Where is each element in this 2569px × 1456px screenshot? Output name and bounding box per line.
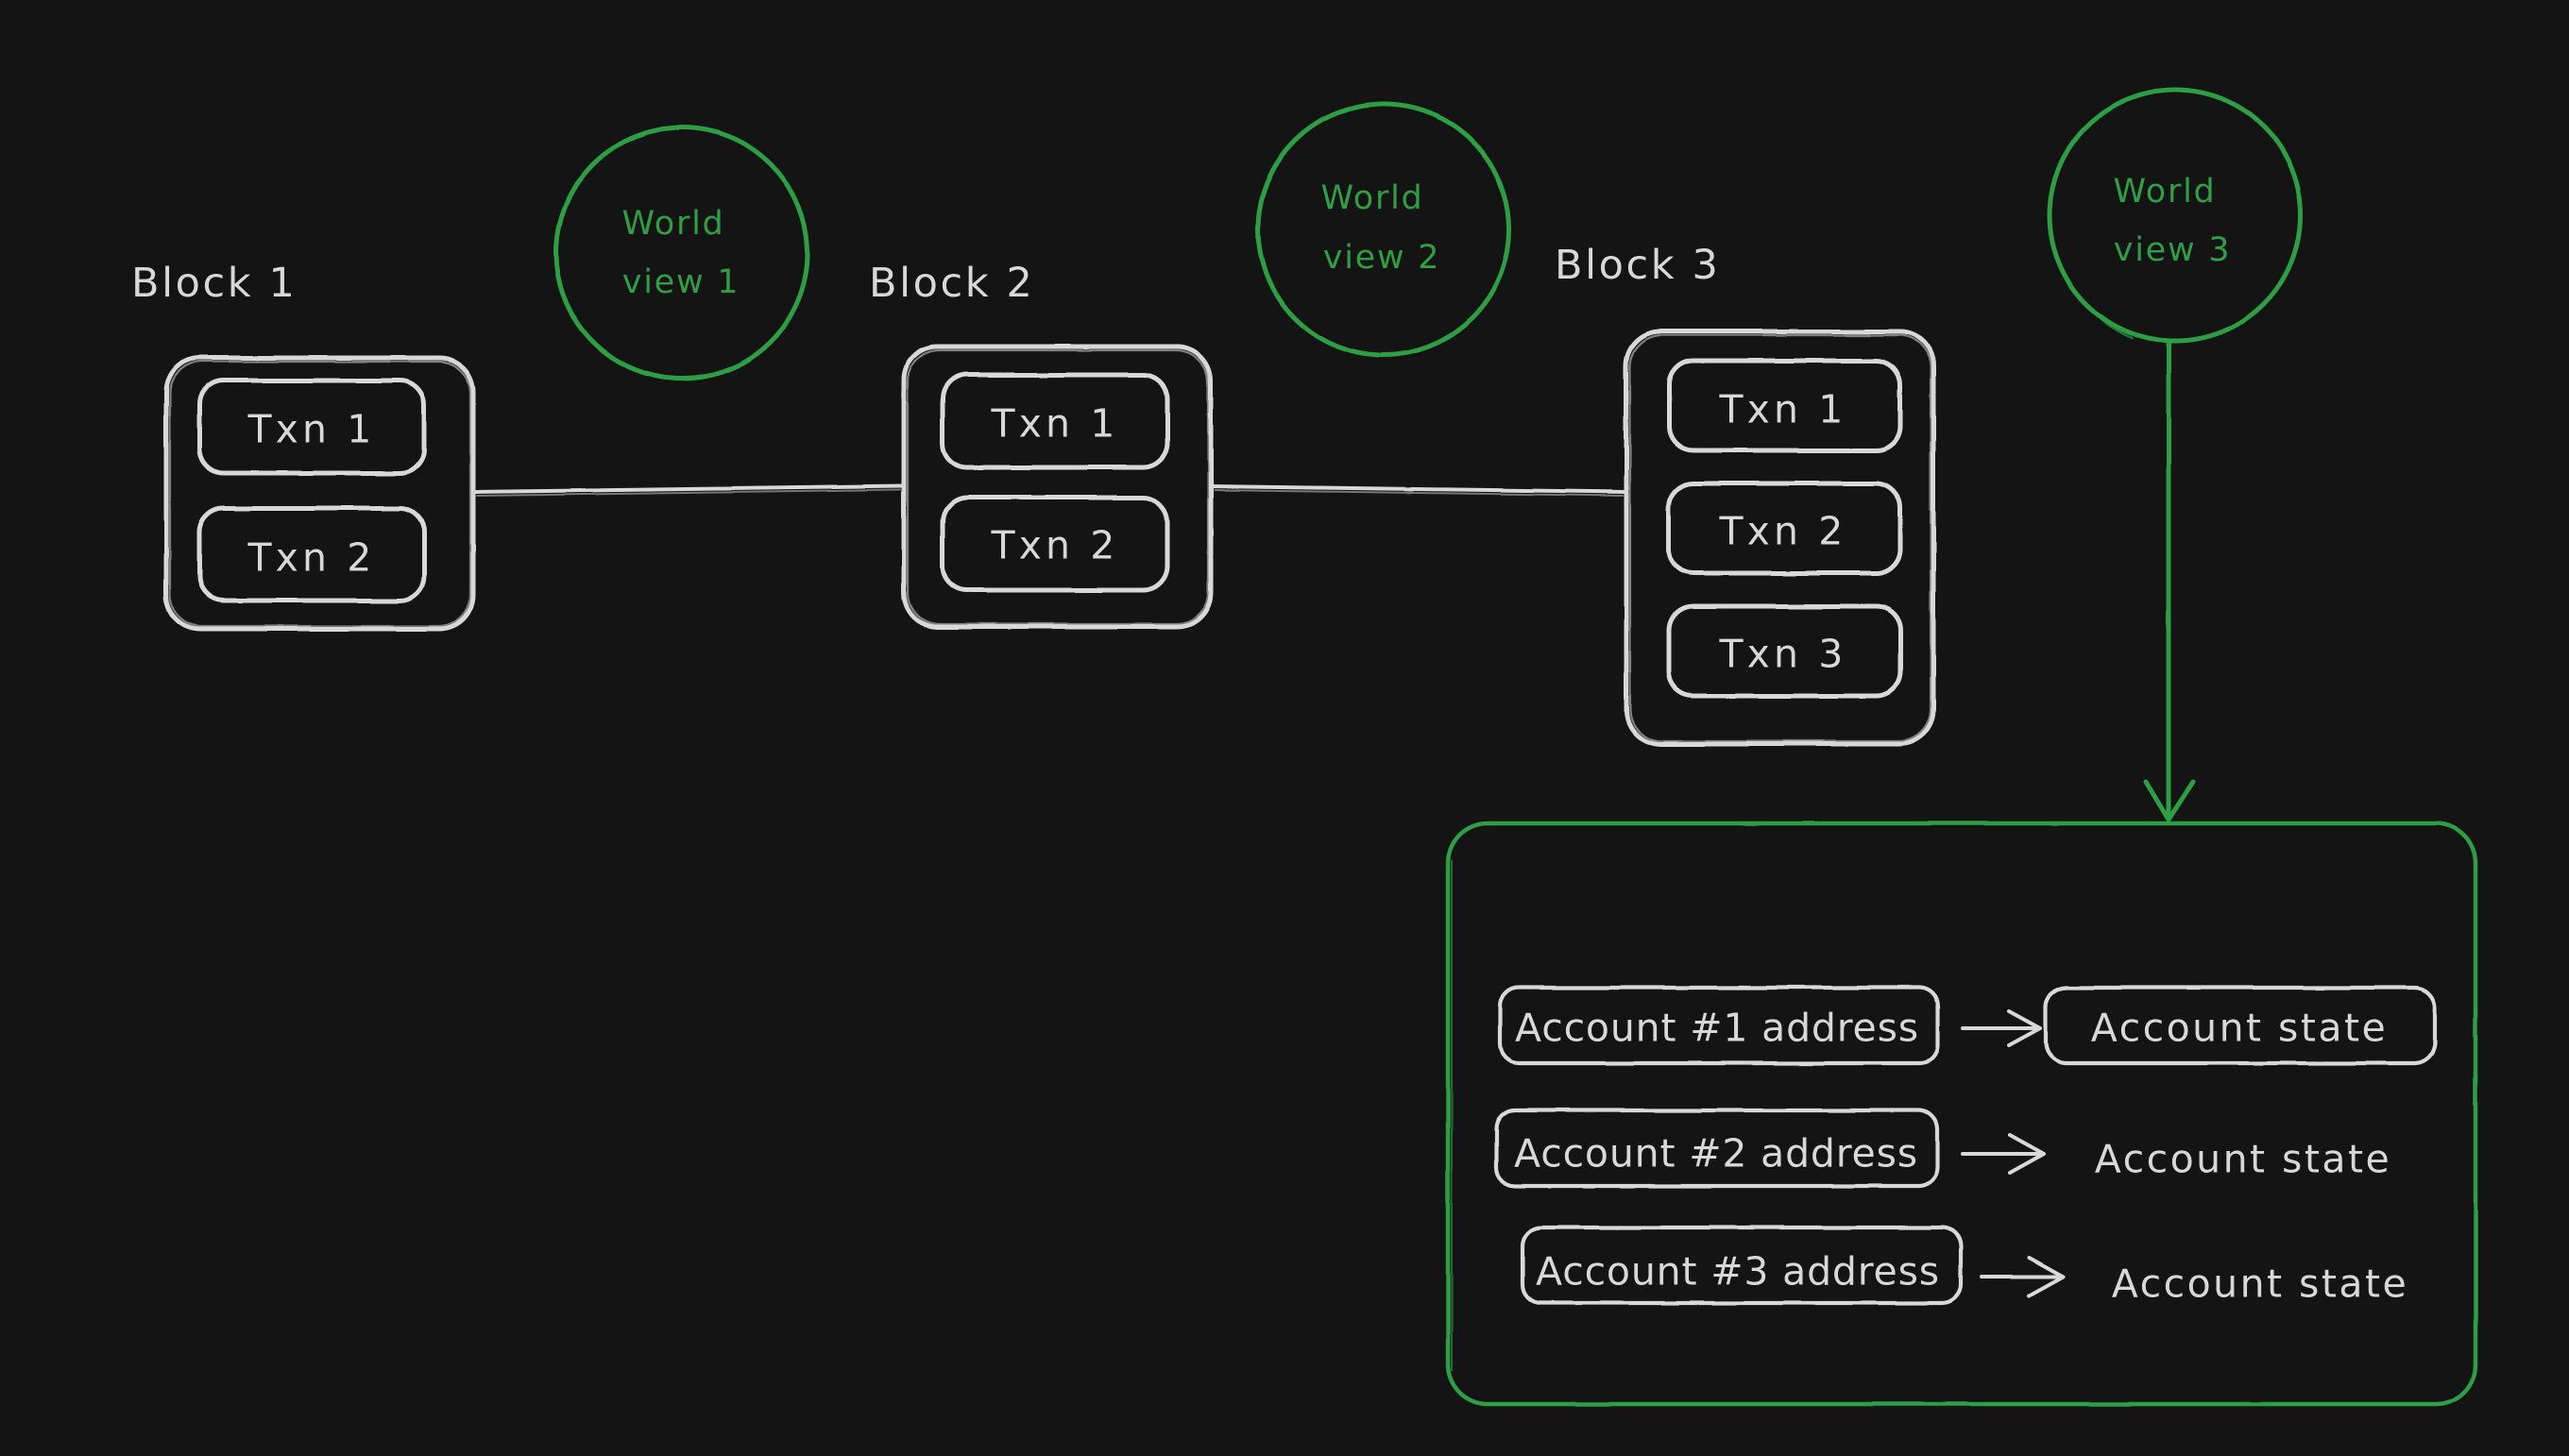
state-panel-container-shape — [1445, 821, 2478, 1407]
world-view-3-circle — [2047, 87, 2304, 344]
block-3-txn-1-label: Txn 1 — [1719, 386, 1847, 432]
block-1-txn-2-label: Txn 2 — [247, 534, 376, 581]
block-2-outer-shape — [901, 344, 1214, 630]
account-2-arrow-icon — [1961, 1133, 2046, 1175]
account-1-arrow-icon — [1961, 1009, 2042, 1047]
account-1-address-label: Account #1 address — [1515, 1005, 1919, 1051]
block-3-txn-2-label: Txn 2 — [1719, 508, 1847, 554]
account-3-address-label: Account #3 address — [1536, 1248, 1940, 1295]
link-block2-block3 — [1209, 484, 1628, 497]
account-3-state-label: Account state — [2111, 1261, 2409, 1307]
world-view-1-line-1: World — [621, 205, 725, 243]
account-3-arrow-icon — [1980, 1256, 2065, 1297]
block-3-txn-3-label: Txn 3 — [1719, 631, 1847, 677]
world-view-2-circle — [1255, 101, 1512, 358]
account-1-state-label: Account state — [2090, 1005, 2389, 1051]
block-2-txn-2-label: Txn 2 — [991, 522, 1119, 568]
world-view-3-line-2: view 3 — [2113, 231, 2232, 269]
block-3-title: Block 3 — [1555, 242, 1721, 289]
block-1-outer-shape — [163, 355, 476, 632]
block-1-title: Block 1 — [131, 260, 298, 307]
world-view-2-line-2: view 2 — [1322, 239, 1441, 277]
world-view-2-line-1: World — [1320, 179, 1424, 217]
block-2-txn-1-label: Txn 1 — [991, 400, 1119, 447]
block-1-txn-1-label: Txn 1 — [247, 406, 376, 452]
block-2-title: Block 2 — [869, 260, 1035, 307]
account-2-address-label: Account #2 address — [1514, 1130, 1918, 1177]
worldview3-to-panel-arrow — [2143, 340, 2196, 822]
account-2-state-label: Account state — [2094, 1136, 2392, 1182]
link-block1-block2 — [471, 484, 906, 497]
world-view-1-circle — [553, 125, 810, 381]
world-view-1-line-2: view 1 — [621, 263, 740, 301]
world-view-3-line-1: World — [2113, 173, 2217, 211]
chain-connector-lines — [471, 484, 1628, 497]
